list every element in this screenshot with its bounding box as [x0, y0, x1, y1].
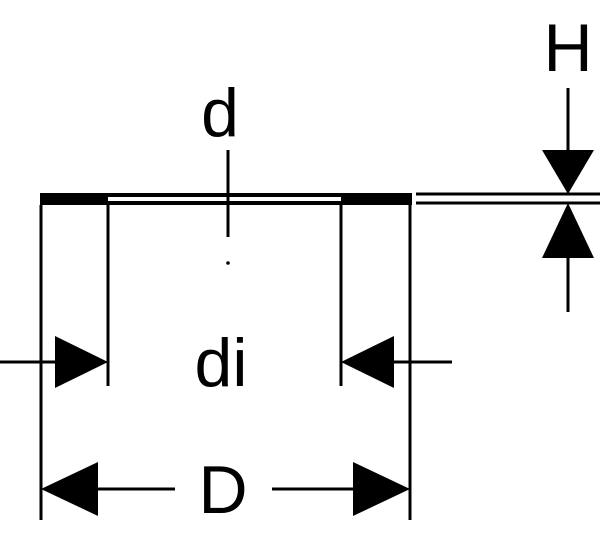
label-center-diameter: d: [201, 75, 239, 151]
outer-diameter-dimension: [41, 462, 410, 516]
thickness-arrow-up: [542, 203, 594, 258]
inner-left-arrow: [55, 336, 108, 388]
extension-lines: [39, 192, 600, 520]
label-height: H: [543, 10, 592, 86]
outer-left-arrow: [41, 462, 98, 516]
label-outer-diameter: D: [198, 452, 247, 528]
inner-right-arrow: [341, 336, 394, 388]
thickness-dimension: [542, 88, 594, 312]
center-axis-dot: [226, 261, 230, 265]
outer-right-arrow: [353, 462, 410, 516]
inner-diameter-dimension: [0, 336, 452, 388]
thickness-arrow-down: [542, 150, 594, 194]
gasket-profile: [40, 193, 412, 205]
label-inner-diameter: di: [195, 325, 248, 401]
gasket-inner-gap: [108, 197, 341, 201]
